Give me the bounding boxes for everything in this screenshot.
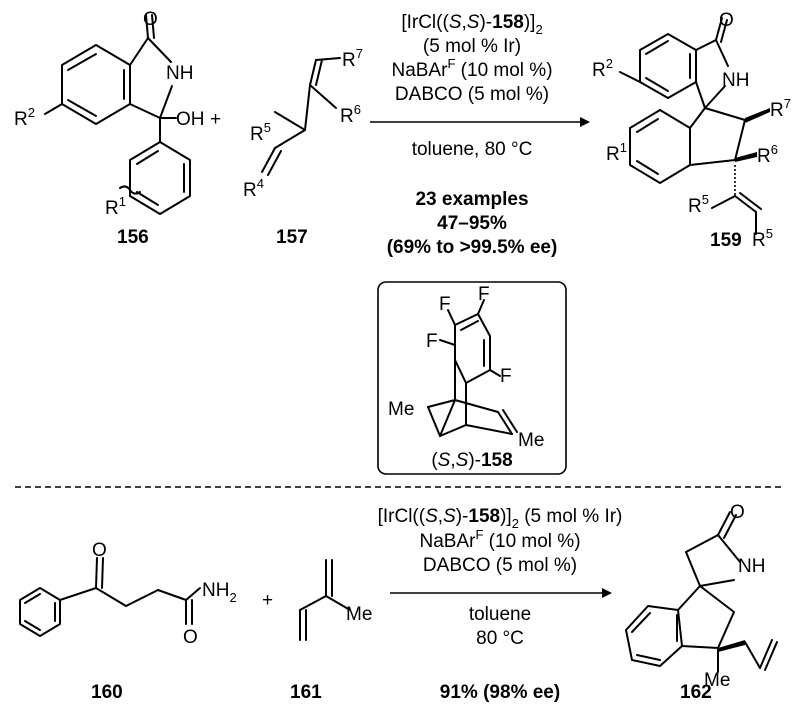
ligand-me-left: Me (388, 399, 414, 420)
ee-range: (69% to >99.5% ee) (387, 237, 558, 258)
base-2: DABCO (5 mol %) (423, 555, 577, 576)
oh-label: OH (176, 109, 205, 130)
carbonyl-o-label: O (143, 9, 158, 30)
reaction-arrow-2-head (602, 588, 612, 598)
nh2-label: NH2 (202, 580, 237, 605)
reaction-arrow-1-head (580, 117, 590, 127)
compound-number-157: 157 (276, 227, 308, 248)
examples-count: 23 examples (415, 189, 528, 210)
result-2: 91% (98% ee) (440, 682, 560, 703)
r2-label: R2 (14, 105, 35, 130)
diene-me-label: Me (346, 604, 372, 625)
product-r5b-label: R5 (752, 226, 773, 251)
product-r7-label: R7 (770, 96, 791, 121)
catalyst-line-1: [IrCl((S,S)-158)]2 (401, 12, 542, 37)
ketone-o-label: O (92, 540, 107, 561)
ligand-f-label-4: F (500, 366, 512, 387)
r1-label: R1 (105, 194, 126, 219)
compound-number-161: 161 (290, 682, 322, 703)
ligand-f-label-1: F (439, 294, 451, 315)
product-r6-label: R6 (757, 142, 778, 167)
product2-nh-label: NH (738, 556, 765, 577)
product-r1-label: R1 (606, 140, 627, 165)
additive-1: NaBArF (10 mol %) (391, 56, 552, 81)
compound-160: O O NH2 160 (19, 540, 237, 703)
compound-number-159: 159 (710, 230, 742, 251)
product-o-label: O (719, 10, 734, 31)
amide-o-label: O (183, 627, 198, 648)
conditions-1: [IrCl((S,S)-158)]2 (5 mol % Ir) NaBArF (… (387, 12, 558, 258)
additive-2: NaBArF (10 mol %) (419, 527, 580, 552)
product-nh-label: NH (722, 70, 749, 91)
base-1: DABCO (5 mol %) (395, 84, 549, 105)
r4-label: R4 (243, 176, 264, 201)
conditions-2: [IrCl((S,S)-158)]2 (5 mol % Ir) NaBArF (… (378, 506, 623, 703)
compound-number-160: 160 (91, 682, 123, 703)
r7-label: R7 (342, 46, 363, 71)
product-r5a-label: R5 (688, 192, 709, 217)
compound-162: O NH Me 162 (625, 502, 778, 703)
catalyst-line-2: [IrCl((S,S)-158)]2 (5 mol % Ir) (378, 506, 623, 531)
r6-label: R6 (340, 102, 361, 127)
solvent-1: toluene, 80 °C (412, 139, 533, 160)
product2-o-label: O (730, 502, 745, 523)
r5-label: R5 (250, 120, 271, 145)
ligand-label: (S,S)-158 (431, 450, 512, 471)
product2-me-label: Me (704, 670, 730, 691)
compound-number-156: 156 (117, 227, 149, 248)
yield-range: 47–95% (437, 213, 507, 234)
product-r2-label: R2 (592, 56, 613, 81)
compound-156: O NH OH R2 R1 156 (14, 9, 205, 248)
plus-sign-2: + (262, 590, 273, 611)
ligand-158-structure: F F F F Me Me (S,S)-158 (388, 284, 544, 471)
ligand-me-right: Me (518, 430, 544, 451)
compound-157: R5 R6 R7 R4 157 (243, 46, 363, 248)
compound-number-162: 162 (680, 682, 712, 703)
catalyst-loading-1: (5 mol % Ir) (423, 36, 521, 57)
plus-sign-1: + (210, 109, 221, 130)
ligand-box (377, 281, 567, 475)
temperature-2: 80 °C (476, 628, 524, 649)
ligand-f-label-3: F (426, 331, 438, 352)
compound-159: O NH R2 R1 R7 R6 R5 R5 159 (592, 10, 791, 251)
nh-label: NH (166, 63, 193, 84)
compound-161: Me 161 (290, 559, 372, 703)
solvent-2: toluene (469, 604, 531, 625)
ligand-f-label-2: F (478, 284, 490, 305)
